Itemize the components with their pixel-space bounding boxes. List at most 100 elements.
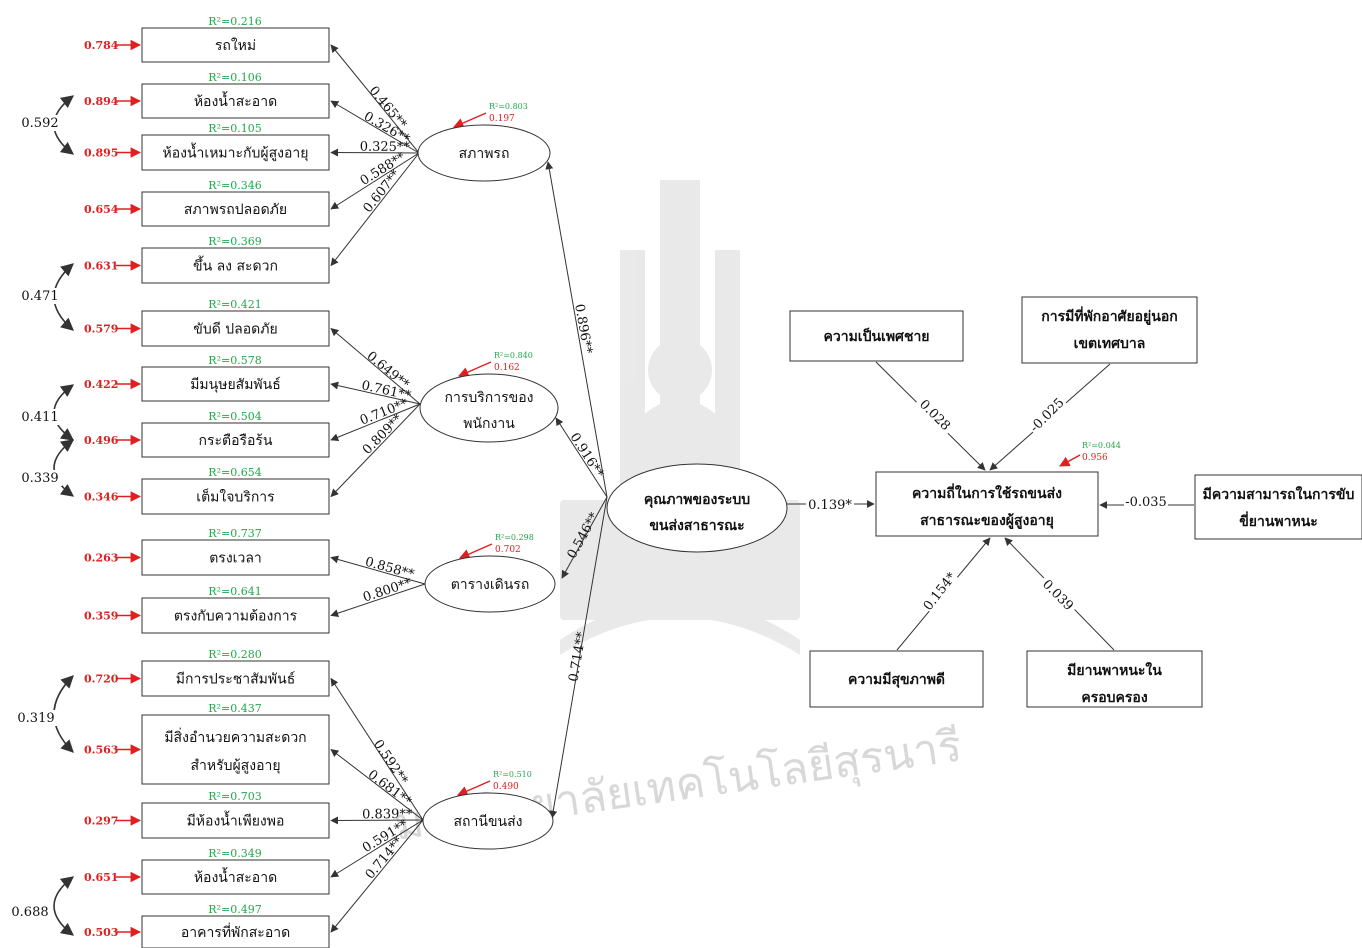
loading-path	[330, 677, 424, 821]
indicator-rect	[141, 660, 330, 697]
covariance-label-bg	[8, 904, 52, 920]
path-label-bg	[920, 569, 960, 614]
path-label-bg	[913, 394, 956, 437]
indicator-label: มีห้องน้ำเพียงพอ	[187, 811, 285, 830]
factor-r2: R²=0.298	[495, 533, 534, 542]
indicator-rect	[141, 134, 330, 171]
loading-path	[330, 148, 420, 157]
outcome-label: สาธารณะของผู้สูงอายุ	[920, 513, 1054, 529]
covariance-value: 0.471	[21, 289, 58, 304]
outcome-label: ความถี่ในการใช้รถขนส่ง	[912, 483, 1062, 502]
loading-value: 0.800**	[361, 576, 414, 606]
indicator-rect	[141, 27, 330, 63]
covariate-label: มีความสามารถในการขับ	[1203, 485, 1355, 503]
indicator-label: เต็มใจบริการ	[196, 488, 275, 506]
factor-disturbance: 0.702	[495, 545, 521, 555]
covariate-path-value: 0.154*	[921, 570, 960, 614]
loading-path	[330, 403, 421, 442]
covariance-value: 0.592	[21, 116, 58, 131]
indicator-error: 0.297	[84, 815, 118, 828]
disturbance-arrow	[453, 112, 487, 129]
factor-node: สภาพรถ	[417, 124, 551, 182]
indicator-error: 0.422	[84, 378, 118, 391]
covariance-label-bg	[18, 409, 62, 425]
indicator-rect	[141, 191, 330, 227]
path-label-bg	[806, 496, 854, 512]
university-emblem-icon	[560, 180, 800, 655]
covariance-value: 0.339	[21, 471, 58, 486]
loading-path	[330, 816, 424, 825]
indicator-error: 0.263	[84, 552, 118, 565]
indicator-label: มีสิ่งอำนวยความสะดวก	[164, 728, 306, 746]
indicator-r2: R²=0.421	[208, 298, 261, 311]
covariate-path-value: -0.035	[1125, 495, 1167, 510]
covariate-rect	[1021, 296, 1198, 364]
loading-path	[330, 381, 421, 405]
indicator-label: รถใหม่	[215, 37, 256, 54]
indicator-label: ห้องน้ำเหมาะกับผู้สูงอายุ	[163, 143, 309, 162]
covariate-box: มีความสามารถในการขับขี่ยานพาหนะ	[1194, 474, 1362, 540]
indicator-r2: R²=0.578	[208, 354, 261, 367]
indicator-box: มีมนุษยสัมพันธ์	[141, 366, 330, 402]
indicator-error: 0.503	[84, 926, 118, 939]
second-order-value: 0.916**	[567, 430, 607, 481]
indicator-box: มีห้องน้ำเพียงพอ	[141, 802, 330, 839]
indicator-r2: R²=0.349	[208, 847, 261, 860]
indicator-box: ห้องน้ำเหมาะกับผู้สูงอายุ	[141, 134, 330, 171]
indicator-box: ขึ้น ลง สะดวก	[141, 247, 330, 284]
loading-path	[330, 152, 420, 210]
indicator-rect	[141, 478, 330, 515]
loading-path	[330, 152, 420, 267]
covariate-box: ความมีสุขภาพดี	[809, 650, 984, 708]
indicator-label: มีการประชาสัมพันธ์	[176, 671, 296, 688]
outcome-box: ความถี่ในการใช้รถขนส่งสาธารณะของผู้สูงอา…	[875, 471, 1099, 537]
covariate-label: การมีที่พักอาศัยอยู่นอก	[1041, 306, 1177, 325]
indicator-box: กระตือรือร้น	[141, 422, 330, 458]
path-label-bg	[1026, 394, 1069, 437]
outcome-disturbance: 0.956	[1082, 453, 1108, 463]
factor-node: สถานีขนส่ง	[422, 792, 554, 850]
structural-path-value: 0.139*	[808, 498, 852, 513]
indicator-label: ขับดี ปลอดภัย	[193, 322, 277, 338]
indicator-rect	[141, 597, 330, 634]
factor-disturbance: 0.490	[493, 782, 519, 792]
second-order-path	[549, 496, 608, 819]
indicator-error: 0.894	[84, 95, 119, 108]
indicator-error: 0.359	[84, 610, 118, 623]
factor-r2: R²=0.803	[489, 102, 528, 111]
covariance-value: 0.411	[21, 410, 58, 425]
covariate-label: มียานพาหนะใน	[1067, 661, 1162, 679]
covariance-label-bg	[18, 288, 62, 304]
path-label-bg	[1124, 495, 1168, 510]
indicator-rect	[141, 422, 330, 458]
factor-label: การบริการของ	[445, 390, 534, 406]
central-label: ขนส่งสาธารณะ	[649, 518, 744, 534]
covariate-rect	[809, 650, 984, 708]
loading-path	[330, 583, 426, 618]
indicator-label: อาคารที่พักสะอาด	[181, 923, 290, 941]
indicator-r2: R²=0.504	[208, 410, 261, 423]
indicator-rect	[141, 802, 330, 839]
indicator-label: ห้องน้ำสะอาด	[194, 91, 277, 110]
factor-label: ตารางเดินรถ	[451, 577, 530, 593]
indicator-label: ตรงเวลา	[209, 551, 262, 567]
factor-disturbance: 0.162	[494, 363, 520, 373]
indicator-box: สภาพรถปลอดภัย	[141, 191, 330, 227]
indicator-box: มีการประชาสัมพันธ์	[141, 660, 330, 697]
path-nodes: รถใหม่ห้องน้ำสะอาดห้องน้ำเหมาะกับผู้สูงอ…	[141, 27, 1362, 948]
factor-disturbance: 0.197	[489, 114, 515, 124]
disturbance-arrow	[458, 361, 492, 378]
factor-node: ตารางเดินรถ	[424, 555, 556, 613]
loading-value: 0.839**	[362, 807, 413, 822]
loading-path	[330, 100, 420, 154]
covariance-label-bg	[18, 115, 62, 131]
indicator-label: ห้องน้ำสะอาด	[194, 867, 277, 886]
covariate-rect	[789, 310, 964, 362]
disturbance-arrow	[457, 780, 491, 797]
indicator-box: อาคารที่พักสะอาด	[141, 915, 330, 948]
indicator-box: ห้องน้ำสะอาด	[141, 859, 330, 895]
second-order-path	[555, 417, 608, 498]
